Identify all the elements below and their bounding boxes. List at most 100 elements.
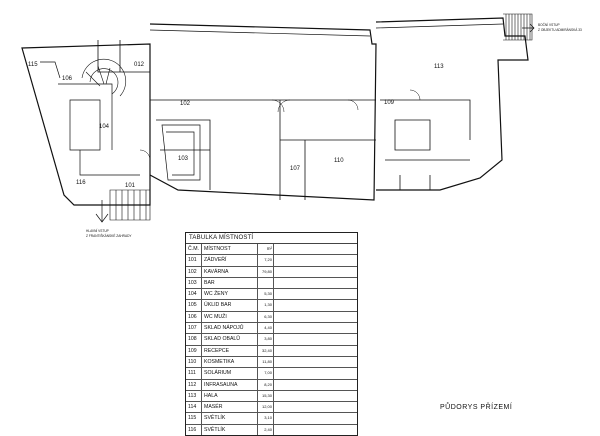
room-area: 11,80 [258,356,274,368]
room-area [258,277,274,289]
room-name: HALA [202,390,258,402]
room-name: BAR [202,277,258,289]
room-area: 79,80 [258,266,274,277]
room-number: 112 [186,379,202,390]
room-number: 110 [186,356,202,368]
floor-plan: 115 106 012 104 116 101 102 103 107 110 … [21,13,582,238]
row-blank [274,413,357,423]
room-name: SOLÁRIUM [202,368,258,379]
room-name: WC ŽENY [202,289,258,300]
room-area: 4,40 [258,323,274,334]
stair-main [109,189,151,221]
room-label-110: 110 [334,158,344,164]
room-number: 114 [186,402,202,413]
room-name: ÚKLID BAR [202,300,258,311]
room-number: 111 [186,368,202,379]
room-label-103: 103 [178,156,189,162]
row-blank [274,278,357,288]
room-name: MASÉR [202,402,258,413]
wall-spa-inner [380,99,471,190]
room-number: 104 [186,289,202,300]
room-table-header: Č.M. MÍSTNOST m² [186,244,357,256]
room-area: 3,80 [258,334,274,345]
row-blank [274,346,357,356]
room-name: RECEPCE [202,345,258,356]
room-area: 3,10 [258,413,274,424]
room-area: 15,30 [258,390,274,402]
room-number: 107 [186,323,202,334]
room-name: SKLAD OBALŮ [202,334,258,345]
stair-side [503,13,533,41]
room-label-102: 102 [180,101,191,107]
wall-spa [375,17,529,191]
wall-bar-counter [161,124,201,181]
entrance-marker-side [522,23,535,33]
room-label-104: 104 [99,124,110,130]
room-table-title: TABULKA MÍSTNOSTÍ [186,233,357,244]
room-label-113: 113 [434,64,444,70]
room-name: ZÁDVEŘÍ [202,255,258,266]
plan-title: PŮDORYS PŘÍZEMÍ [440,404,513,411]
room-number: 108 [186,334,202,345]
row-blank [274,312,357,322]
room-area: 12,00 [258,402,274,413]
room-label-107: 107 [290,166,301,172]
main-entrance-line2: Z FRANTIŠKÁNSKÉ ZAHRADY [86,233,132,238]
room-name: SVĚTLÍK [202,413,258,424]
room-name: WC MUŽI [202,311,258,323]
row-blank [274,425,357,435]
room-area: 7,00 [258,368,274,379]
room-number: 115 [186,413,202,424]
row-blank [274,255,357,265]
row-blank [274,300,357,310]
room-label-109: 109 [384,100,395,106]
room-number: 106 [186,311,202,323]
main-entrance-line1: HLAVNÍ VSTUP [86,229,109,233]
room-area: 32,40 [258,345,274,356]
header-room-name: MÍSTNOST [202,244,258,255]
room-label-115: 115 [28,62,38,68]
room-number: 103 [186,277,202,289]
room-name: SKLAD NÁPOJŮ [202,323,258,334]
room-label-116: 116 [76,180,86,186]
side-entrance-line1: BOČNÍ VSTUP [538,22,560,27]
door-swing-1 [139,89,421,161]
row-blank [274,289,357,299]
room-name: INFRASAUNA [202,379,258,390]
wall-cafe-top-strip [149,29,371,37]
row-blank [274,323,357,333]
room-area: 8,20 [258,379,274,390]
room-area: 2,40 [258,424,274,436]
room-number: 116 [186,424,202,436]
room-label-101: 101 [125,183,136,189]
wall-012 [97,40,150,73]
wall-cafe [149,23,377,201]
wall-left-inner [40,61,140,176]
wall-spa-top-strip [375,23,504,29]
room-label-106: 106 [62,76,73,82]
room-number: 101 [186,255,202,266]
header-room-number: Č.M. [186,244,202,255]
room-number: 105 [186,300,202,311]
room-area: 7,20 [258,255,274,266]
wall-cafe-divider [150,99,376,200]
header-room-area: m² [258,244,274,255]
row-blank [274,402,357,412]
side-entrance-line2: Z OBJEKTU ADMIRÁNSKÁ 33 [538,28,582,32]
room-label-012: 012 [134,62,145,68]
row-blank [274,334,357,344]
room-area: 1,30 [258,300,274,311]
